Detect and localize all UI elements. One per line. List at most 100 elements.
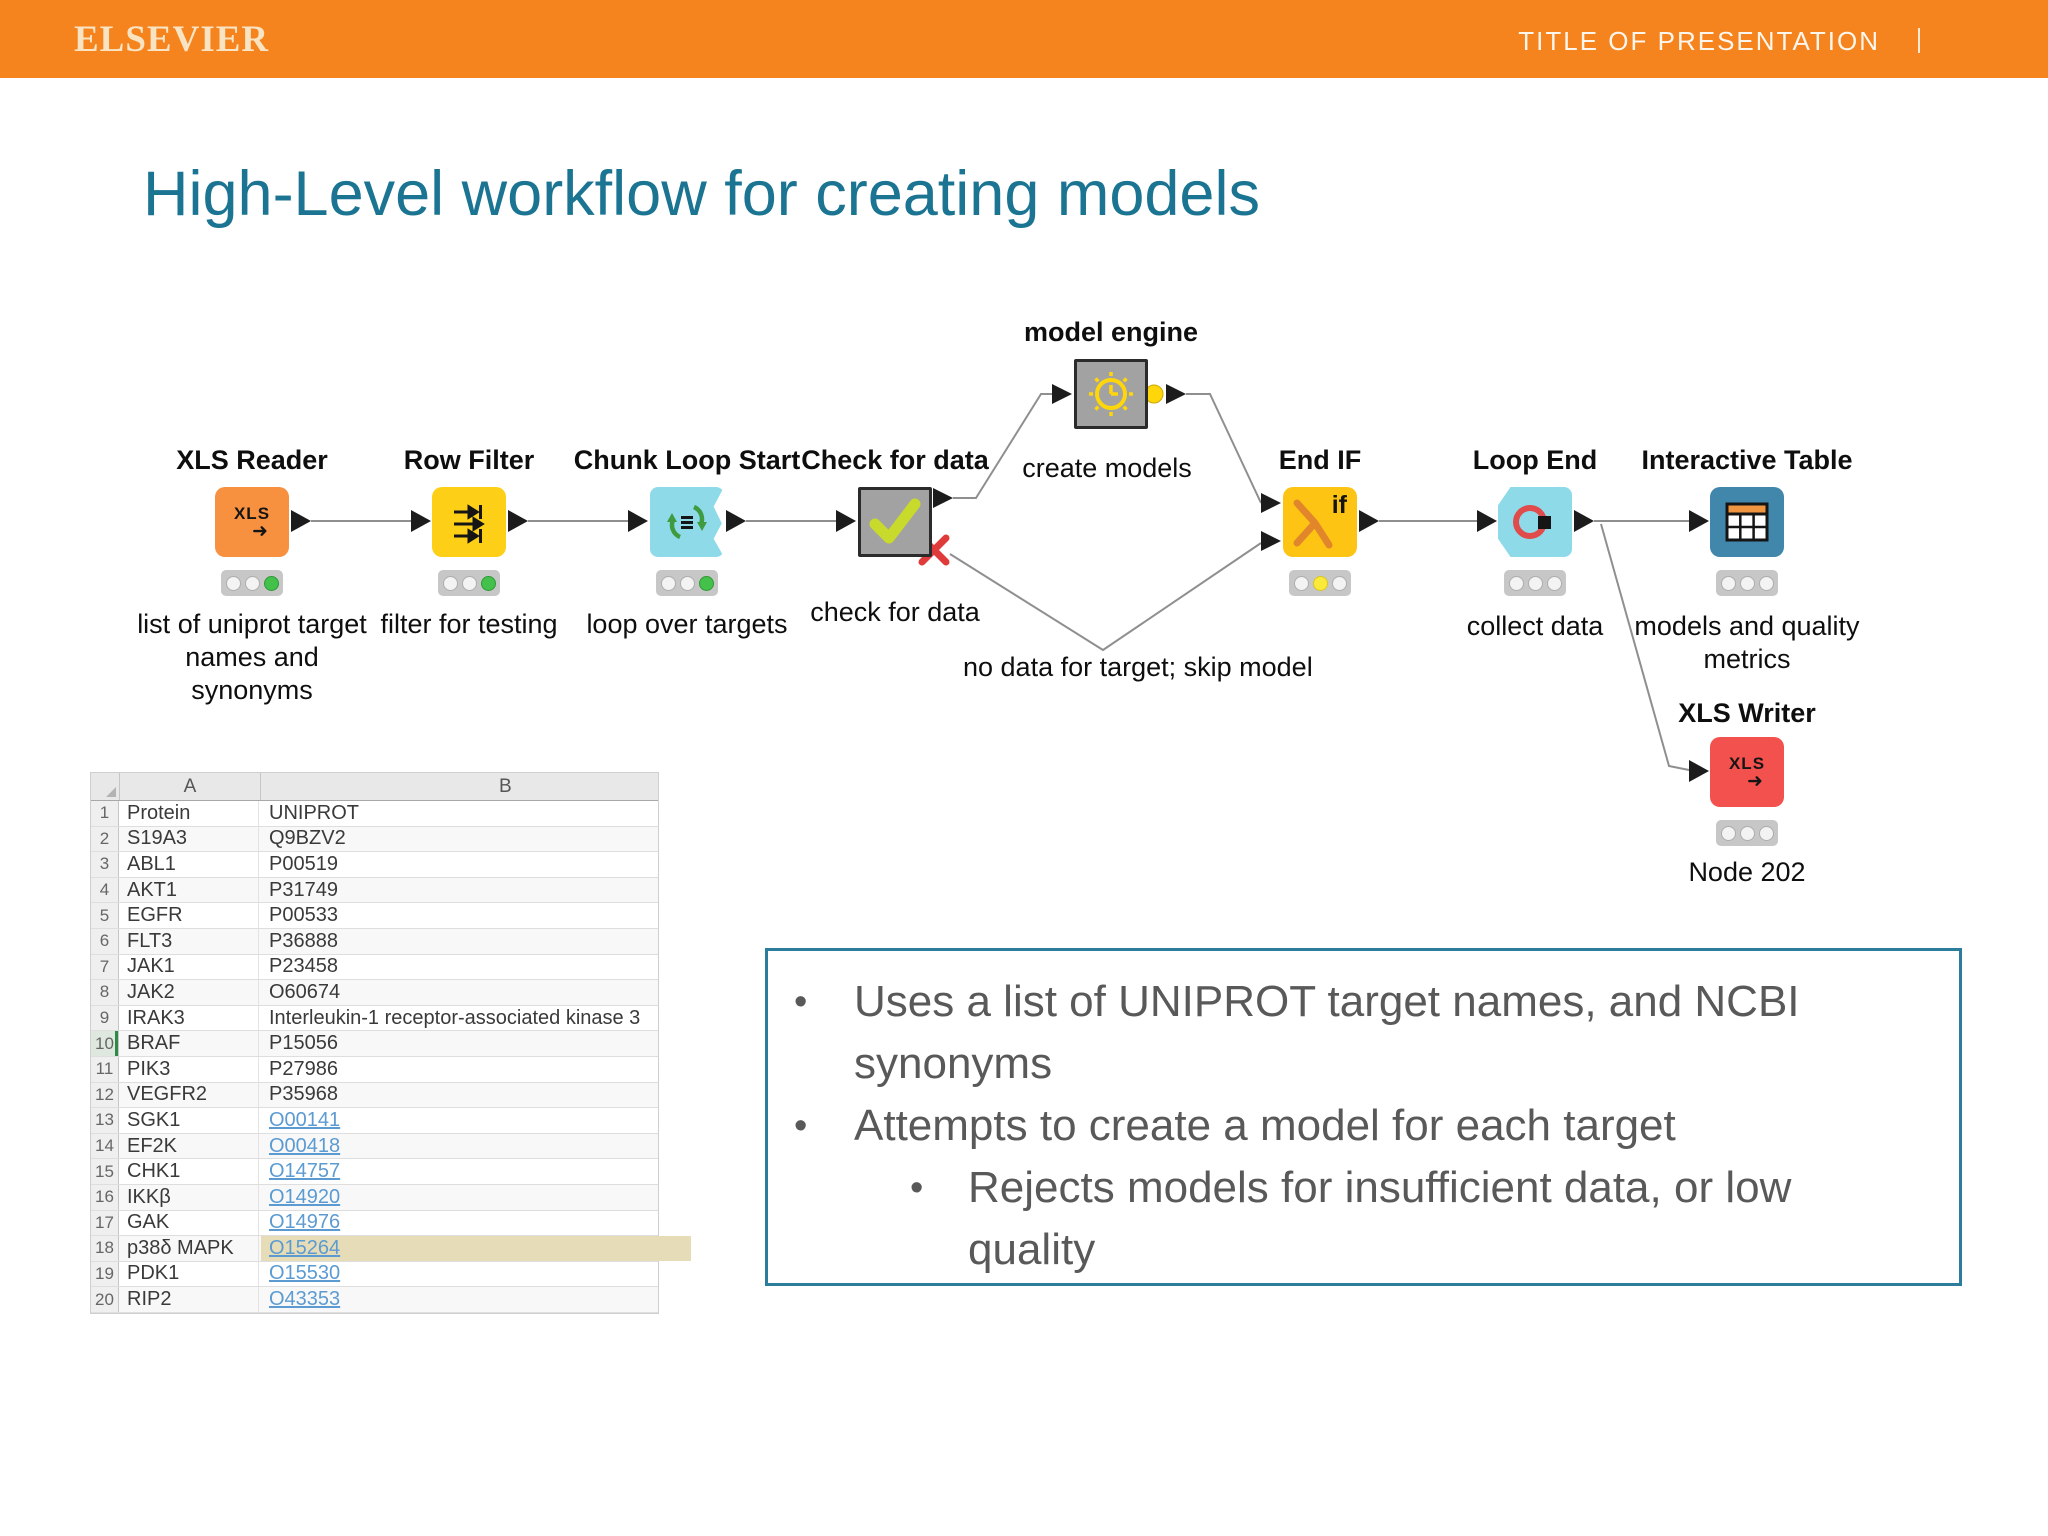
spreadsheet-header: A B	[91, 773, 658, 801]
cell-protein[interactable]: S19A3	[119, 826, 259, 852]
traffic-light-off-dot	[1527, 575, 1543, 591]
cell-uniprot[interactable]: O60674	[269, 980, 341, 1003]
cell-uniprot-link[interactable]: O14757	[269, 1160, 341, 1183]
row-number[interactable]: 5	[91, 903, 119, 928]
cell-uniprot[interactable]: UNIPROT	[269, 801, 359, 824]
traffic-light-off-dot	[1739, 575, 1755, 591]
cell-uniprot[interactable]: P36888	[269, 929, 338, 952]
node-model-engine	[1074, 359, 1148, 429]
traffic-light-off-dot	[679, 575, 695, 591]
row-number[interactable]: 9	[91, 1005, 119, 1031]
cell-protein[interactable]: RIP2	[119, 1287, 259, 1312]
cell-protein[interactable]: Protein	[119, 801, 259, 826]
cell-protein[interactable]: EF2K	[119, 1133, 259, 1159]
cell-uniprot[interactable]: P35968	[269, 1083, 338, 1106]
traffic-light-off-dot	[1758, 825, 1774, 841]
cell-protein[interactable]: VEGFR2	[119, 1082, 259, 1108]
node-title-itable: Interactive Table	[1641, 445, 1853, 475]
input-port	[836, 510, 856, 532]
workflow-annotation: no data for target; skip model	[963, 652, 1313, 682]
traffic-light	[1504, 570, 1566, 596]
cell-protein[interactable]: p38δ MAPK	[119, 1236, 259, 1261]
traffic-light-off-dot	[1508, 575, 1524, 591]
output-port	[726, 510, 746, 532]
row-number[interactable]: 16	[91, 1184, 119, 1210]
row-number[interactable]: 18	[91, 1236, 119, 1261]
cell-uniprot[interactable]: P15056	[269, 1032, 338, 1055]
cell-uniprot[interactable]: P00533	[269, 904, 338, 927]
cell-protein[interactable]: SGK1	[119, 1108, 259, 1133]
cell-protein[interactable]: IRAK3	[119, 1005, 259, 1031]
column-header-a[interactable]: A	[120, 773, 261, 800]
row-number[interactable]: 4	[91, 877, 119, 903]
bullet-text: Attempts to create a model for each targ…	[854, 1101, 1676, 1150]
cell-protein[interactable]: JAK1	[119, 954, 259, 980]
cell-protein[interactable]: CHK1	[119, 1159, 259, 1184]
row-number[interactable]: 13	[91, 1108, 119, 1133]
elsevier-logo: ELSEVIER	[74, 19, 270, 60]
row-number[interactable]: 3	[91, 852, 119, 877]
cell-protein[interactable]: ABL1	[119, 852, 259, 877]
node-interactive-table	[1710, 487, 1784, 557]
cell-uniprot-link[interactable]: O15264	[269, 1236, 341, 1259]
row-number[interactable]: 11	[91, 1056, 119, 1082]
cell-uniprot-link[interactable]: O00141	[269, 1108, 341, 1131]
input-port	[1689, 760, 1709, 782]
cell-uniprot[interactable]: P31749	[269, 878, 338, 901]
row-number[interactable]: 15	[91, 1159, 119, 1184]
output-port	[291, 510, 311, 532]
output-port	[1574, 510, 1594, 532]
node-sublabel: models and quality metrics	[1634, 611, 1860, 674]
cell-uniprot[interactable]: Q9BZV2	[269, 827, 346, 850]
cell-protein[interactable]: PIK3	[119, 1056, 259, 1082]
cell-uniprot[interactable]: P27986	[269, 1057, 338, 1080]
cell-uniprot[interactable]: P00519	[269, 852, 338, 875]
traffic-light-off-dot	[1739, 825, 1755, 841]
row-number[interactable]: 14	[91, 1133, 119, 1159]
column-header-b[interactable]: B	[499, 776, 512, 797]
cell-protein[interactable]: GAK	[119, 1210, 259, 1236]
row-number[interactable]: 17	[91, 1210, 119, 1236]
cell-uniprot-link[interactable]: O00418	[269, 1134, 341, 1157]
table-icon	[1725, 502, 1769, 542]
cell-protein[interactable]: IKKβ	[119, 1184, 259, 1210]
cell-uniprot-link[interactable]: O43353	[269, 1288, 341, 1311]
port-triangles	[291, 384, 1709, 782]
cell-protein[interactable]: PDK1	[119, 1261, 259, 1287]
cell-protein[interactable]: JAK2	[119, 980, 259, 1005]
row-number[interactable]: 10	[91, 1031, 119, 1056]
cell-uniprot[interactable]: Interleukin-1 receptor-associated kinase…	[269, 1006, 641, 1029]
bullet-list: •Uses a list of UNIPROT target names, an…	[768, 971, 1959, 1281]
row-number[interactable]: 2	[91, 826, 119, 852]
node-end-if: if	[1283, 487, 1357, 557]
row-number[interactable]: 1	[91, 801, 119, 826]
cell-protein[interactable]: FLT3	[119, 928, 259, 954]
row-number[interactable]: 12	[91, 1082, 119, 1108]
cell-protein[interactable]: AKT1	[119, 877, 259, 903]
row-number[interactable]: 20	[91, 1287, 119, 1312]
row-highlight	[261, 1236, 691, 1261]
row-number[interactable]: 8	[91, 980, 119, 1005]
cell-protein[interactable]: BRAF	[119, 1031, 259, 1056]
cell-protein[interactable]: EGFR	[119, 903, 259, 928]
cell-uniprot-link[interactable]: O14920	[269, 1185, 341, 1208]
row-number[interactable]: 7	[91, 954, 119, 980]
cell-uniprot[interactable]: P23458	[269, 955, 338, 978]
cell-uniprot-link[interactable]: O14976	[269, 1211, 341, 1234]
cell-uniprot-link[interactable]: O15530	[269, 1262, 341, 1285]
select-all-corner[interactable]	[91, 773, 120, 800]
traffic-light-off-dot	[244, 575, 260, 591]
row-number[interactable]: 19	[91, 1261, 119, 1287]
traffic-light-yellow-dot	[1312, 575, 1328, 591]
output-port	[1359, 510, 1379, 532]
row-number[interactable]: 6	[91, 928, 119, 954]
